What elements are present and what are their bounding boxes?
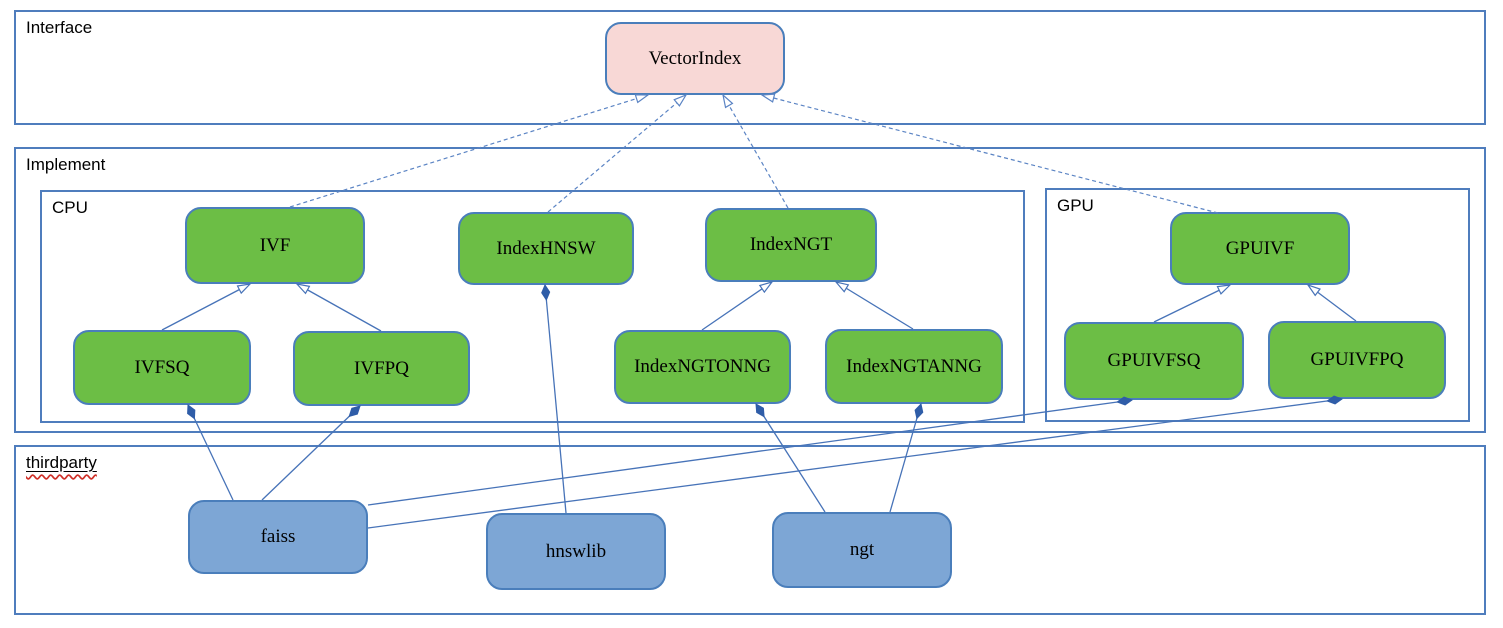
node-vectorindex: VectorIndex (605, 22, 785, 95)
node-hnswlib: hnswlib (486, 513, 666, 590)
node-ivfsq: IVFSQ (73, 330, 251, 405)
node-ivf: IVF (185, 207, 365, 284)
node-label-indexngt: IndexNGT (749, 234, 833, 255)
node-gpuivfsq: GPUIVFSQ (1064, 322, 1244, 400)
node-indexhnsw: IndexHNSW (458, 212, 634, 285)
node-indexngt: IndexNGT (705, 208, 877, 282)
thirdparty-label-text: thirdpartythirdparty (26, 453, 97, 473)
node-indexngtanng: IndexNGTANNG (825, 329, 1003, 404)
node-faiss: faiss (188, 500, 368, 574)
node-gpuivfpq: GPUIVFPQ (1268, 321, 1446, 399)
gpu-label: GPU (1057, 196, 1094, 215)
node-label-ivfsq: IVFSQ (134, 356, 190, 378)
node-label-gpuivfpq: GPUIVFPQ (1310, 349, 1404, 370)
node-label-ngt: ngt (849, 539, 875, 560)
node-ngt: ngt (772, 512, 952, 588)
node-label-gpuivfsq: GPUIVFSQ (1107, 350, 1201, 371)
interface-label: Interface (26, 18, 93, 37)
node-label-indexngtanng: IndexNGTANNG (846, 355, 982, 377)
node-label-ivfpq: IVFPQ (354, 357, 409, 379)
node-label-ivf: IVF (259, 234, 291, 256)
node-gpuivf: GPUIVF (1170, 212, 1350, 285)
node-label-indexngtonng: IndexNGTONNG (634, 356, 771, 377)
node-label-indexhnsw: IndexHNSW (496, 237, 596, 259)
node-label-hnswlib: hnswlib (545, 540, 607, 562)
thirdparty-label: thirdpartythirdparty (26, 453, 97, 473)
node-indexngtonng: IndexNGTONNG (614, 330, 791, 404)
implement-label: Implement (26, 155, 106, 174)
node-ivfpq: IVFPQ (293, 331, 470, 406)
node-label-gpuivf: GPUIVF (1225, 237, 1295, 259)
cpu-label: CPU (52, 198, 88, 217)
node-label-vectorindex: VectorIndex (648, 47, 742, 69)
spellcheck-squiggle: thirdparty (26, 453, 97, 473)
node-label-faiss: faiss (260, 526, 296, 547)
